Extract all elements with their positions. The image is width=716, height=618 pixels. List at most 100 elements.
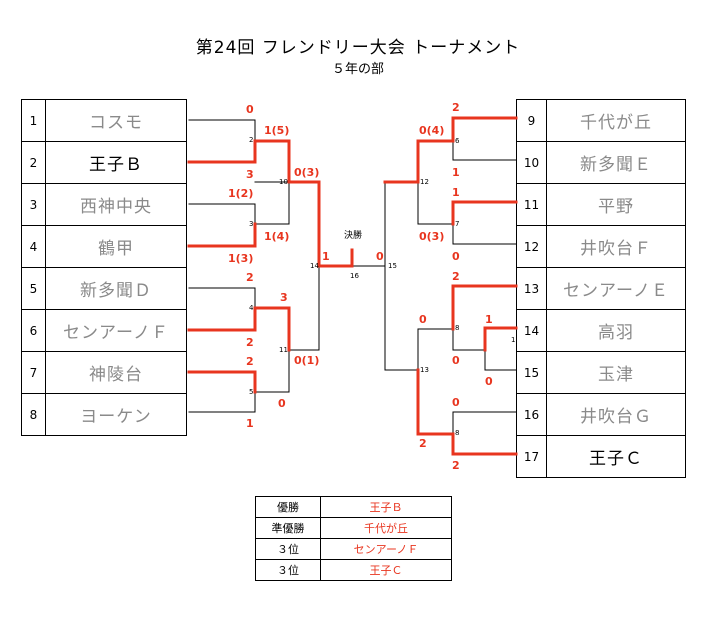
team-name: センアーノＦ [45, 309, 187, 352]
bracket-line [254, 349, 290, 393]
match-number: 8 [455, 324, 459, 332]
winner-path [187, 370, 257, 394]
score: 1(2) [228, 187, 253, 200]
bracket-line [188, 391, 256, 413]
result-team: 王子Ｃ [320, 559, 452, 581]
team-number: 13 [516, 267, 547, 310]
team-number: 4 [21, 225, 46, 268]
team-name: 神陵台 [45, 351, 187, 394]
result-row: 優勝王子Ｂ [255, 496, 452, 518]
winner-path [451, 284, 518, 331]
team-name: 千代が丘 [546, 99, 686, 142]
score: 3 [246, 168, 254, 181]
bracket-line [254, 181, 290, 225]
match-number: 15 [388, 262, 397, 270]
match-number: 3 [249, 220, 253, 228]
bracket-line [188, 287, 256, 309]
match-number: 2 [249, 136, 253, 144]
score: 0 [376, 250, 384, 263]
team-number: 6 [21, 309, 46, 352]
bracket-line [417, 328, 454, 371]
team-name: 新多聞Ｅ [546, 141, 686, 184]
match-number: 5 [249, 388, 253, 396]
score: 0(3) [419, 230, 444, 243]
result-rank: ３位 [255, 538, 321, 560]
score: 1 [452, 166, 460, 179]
match-number: 7 [455, 220, 459, 228]
bracket-line [384, 265, 419, 371]
results-table: 優勝王子Ｂ 準優勝千代が丘 ３位センアーノＦ ３位王子Ｃ [255, 496, 452, 581]
winner-path [187, 222, 257, 248]
division-subtitle: ５年の部 [331, 62, 384, 77]
match-numbers: 2 3 4 5 10 11 14 16 15 12 13 6 7 8 1 8 [249, 136, 515, 437]
team-number: 16 [516, 393, 547, 436]
score: 2 [246, 336, 254, 349]
score: 2 [246, 355, 254, 368]
team-number: 3 [21, 183, 46, 226]
score: 2 [246, 271, 254, 284]
result-rank: 優勝 [255, 496, 321, 518]
score: 3 [280, 291, 288, 304]
score: 2 [452, 270, 460, 283]
team-name: 玉津 [546, 351, 686, 394]
match-number: 1 [511, 336, 515, 344]
result-row: 準優勝千代が丘 [255, 517, 452, 539]
result-team: 千代が丘 [320, 517, 452, 539]
score: 1(4) [264, 230, 289, 243]
team-number: 1 [21, 99, 46, 142]
bracket-line [188, 119, 256, 142]
result-rank: 準優勝 [255, 517, 321, 539]
team-name: 井吹台Ｇ [546, 393, 686, 436]
score: 0(1) [294, 354, 319, 367]
result-row: ３位センアーノＦ [255, 538, 452, 560]
score: 1 [322, 250, 330, 263]
result-rank: ３位 [255, 559, 321, 581]
match-number: 13 [420, 366, 429, 374]
team-number: 9 [516, 99, 547, 142]
scores: 0 3 1(5) 1(2) 1(3) 1(4) 0(3) 1 2 3 0(1) … [228, 101, 493, 472]
score: 0 [419, 313, 427, 326]
score: 0(3) [294, 166, 319, 179]
score: 0 [452, 250, 460, 263]
score: 2 [419, 437, 427, 450]
winner-path [483, 326, 518, 352]
team-number: 15 [516, 351, 547, 394]
final-label: 決勝 [344, 229, 362, 241]
match-number: 16 [350, 272, 359, 280]
score: 1(3) [228, 252, 253, 265]
bracket-line [452, 411, 517, 435]
match-number: 4 [249, 304, 254, 312]
score: 1 [246, 417, 254, 430]
winner-path [416, 368, 518, 456]
match-number: 11 [279, 346, 288, 354]
score: 1 [485, 313, 493, 326]
tournament-title: 第24回 フレンドリー大会 トーナメント [195, 38, 521, 58]
bracket-line [484, 327, 517, 371]
score: 0 [246, 103, 254, 116]
team-name: 王子Ｃ [546, 435, 686, 478]
score: 1 [452, 186, 460, 199]
result-row: ３位王子Ｃ [255, 559, 452, 581]
result-team: 王子Ｂ [320, 496, 452, 518]
team-number: 12 [516, 225, 547, 268]
team-number: 17 [516, 435, 547, 478]
match-number: 10 [279, 178, 288, 186]
bracket-line [351, 181, 419, 267]
match-number: 8 [455, 429, 459, 437]
team-name: 井吹台Ｆ [546, 225, 686, 268]
winner-path [451, 200, 518, 226]
match-number: 14 [310, 262, 319, 270]
